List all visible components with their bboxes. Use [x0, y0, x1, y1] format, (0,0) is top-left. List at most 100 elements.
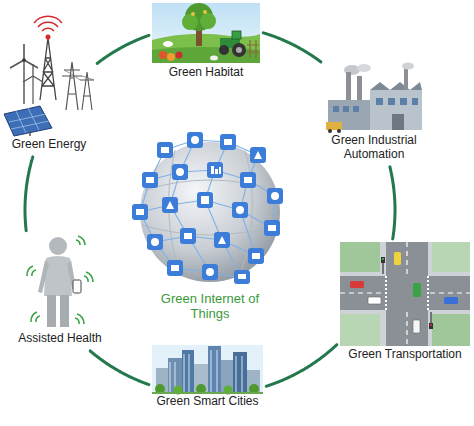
iot-globe-illustration-part-part: [166, 201, 174, 209]
ring-connector: [390, 167, 395, 239]
iot-globe-illustration-part-part: [180, 228, 196, 244]
habitat-illustration-part: [203, 10, 207, 14]
iot-globe-illustration-part-part: [176, 168, 184, 176]
iot-hub-node: Green Internet of Things: [125, 130, 295, 326]
industry-illustration-part: [370, 90, 422, 130]
city-illustration-part: [156, 368, 168, 394]
ring-connector: [263, 33, 321, 62]
node-label: Green Smart Cities: [150, 395, 265, 409]
transport-illustration-part: [340, 314, 380, 346]
health-illustration-part: [38, 260, 49, 293]
transport-illustration-part: [350, 281, 364, 288]
transport-illustration-part: [430, 324, 432, 326]
industry-illustration-part: [357, 76, 362, 102]
industry-node: Green Industrial Automation: [322, 62, 426, 166]
health-node: Assisted Health: [10, 232, 110, 350]
industry-illustration-part: [328, 129, 332, 133]
node-label: Green Transportation: [338, 348, 472, 362]
transport-illustration-part: [340, 242, 470, 346]
iot-globe-illustration-part-part: [206, 268, 214, 276]
iot-globe-illustration-part-part: [215, 169, 218, 174]
hub-label: Green Internet of Things: [148, 292, 273, 322]
iot-globe-illustration-part-part: [140, 140, 275, 278]
iot-globe-illustration-part: [140, 140, 275, 278]
habitat-illustration-part: [182, 14, 198, 30]
health-illustration-part: [73, 280, 81, 293]
habitat-node: Green Habitat: [150, 2, 262, 84]
industry-illustration-part: [402, 63, 414, 70]
habitat-illustration-part: [210, 56, 218, 61]
health-illustration-part-part: [31, 312, 40, 322]
iot-globe-illustration-part-part: [264, 220, 280, 236]
iot-globe-illustration-part-part: [136, 209, 144, 215]
transport-illustration-part: [340, 242, 470, 346]
iot-globe-illustration-part-part: [162, 197, 178, 213]
industry-illustration: [326, 63, 422, 134]
iot-globe-illustration-part-part: [161, 147, 169, 153]
energy-illustration-part: [32, 76, 34, 104]
health-illustration-part-part: [76, 236, 85, 245]
industry-illustration-part: [392, 114, 404, 130]
habitat-illustration-part: [191, 12, 195, 16]
industry-illustration-part: [412, 98, 418, 105]
energy-illustration-part: [22, 58, 26, 62]
iot-globe-illustration-part-part: [271, 192, 279, 200]
iot-globe-illustration-part-part: [172, 164, 188, 180]
ring-connector: [266, 345, 337, 387]
transport-illustration-part: [413, 320, 420, 333]
iot-globe-illustration-part-part: [140, 140, 275, 278]
health-illustration-part-part: [84, 272, 93, 282]
iot-globe-illustration-part-part: [252, 253, 260, 259]
iot-globe-illustration-part-part: [184, 233, 192, 239]
energy-illustration-part: [62, 62, 82, 110]
health-illustration-part: [44, 256, 72, 296]
industry-illustration-part: [376, 98, 383, 105]
industry-illustration-part: [400, 98, 407, 105]
iot-globe-illustration-part-part: [191, 136, 199, 144]
ring-connector: [97, 35, 149, 63]
node-label: Assisted Health: [10, 332, 110, 346]
iot-globe-illustration-part-part: [211, 166, 214, 174]
habitat-illustration-part: [236, 47, 242, 53]
iot-globe-illustration-part-part: [219, 167, 221, 174]
iot-globe-illustration-part-part: [218, 236, 226, 244]
iot-globe-illustration-part-part: [171, 265, 179, 271]
city-illustration-part: [208, 346, 221, 394]
transport-illustration-part: [394, 252, 401, 265]
iot-globe-illustration-part-part: [157, 142, 173, 158]
industry-illustration-part: [388, 98, 395, 105]
energy-illustration-part: [10, 44, 38, 68]
health-illustration-part-part: [27, 266, 36, 276]
iot-globe-illustration-part-part: [238, 274, 246, 279]
city-illustration-part: [194, 364, 208, 394]
iot-globe-illustration-part-part: [248, 248, 264, 264]
industry-illustration-part: [346, 72, 351, 102]
health-illustration-part-part: [75, 314, 84, 324]
industry-illustration-part: [404, 68, 408, 90]
iot-globe-illustration-part-part: [232, 202, 248, 218]
city-illustration-part: [247, 370, 260, 394]
habitat-illustration: [152, 3, 260, 63]
transport-illustration-part: [432, 314, 470, 346]
industry-illustration-part: [337, 129, 341, 133]
city-illustration: [152, 345, 263, 395]
industry-illustration-part: [353, 106, 359, 112]
habitat-illustration-part: [176, 52, 183, 59]
transport-illustration-part: [368, 297, 381, 304]
iot-globe-illustration-part-part: [250, 147, 266, 163]
health-illustration-part: [49, 237, 67, 255]
iot-globe-illustration-part-part: [254, 151, 262, 159]
habitat-illustration-part: [152, 34, 260, 63]
iot-globe-illustration-part-part: [220, 134, 236, 150]
city-illustration-part: [152, 345, 263, 394]
iot-globe-illustration-part-part: [201, 196, 209, 204]
energy-illustration-part: [29, 131, 31, 136]
iot-globe-illustration-part-part: [267, 188, 283, 204]
transport-illustration-part: [413, 283, 421, 297]
iot-globe-illustration-part-part: [240, 172, 256, 188]
iot-globe-illustration-part-part: [268, 225, 276, 231]
industry-illustration-part: [370, 82, 422, 90]
transport-illustration-part: [340, 242, 380, 272]
